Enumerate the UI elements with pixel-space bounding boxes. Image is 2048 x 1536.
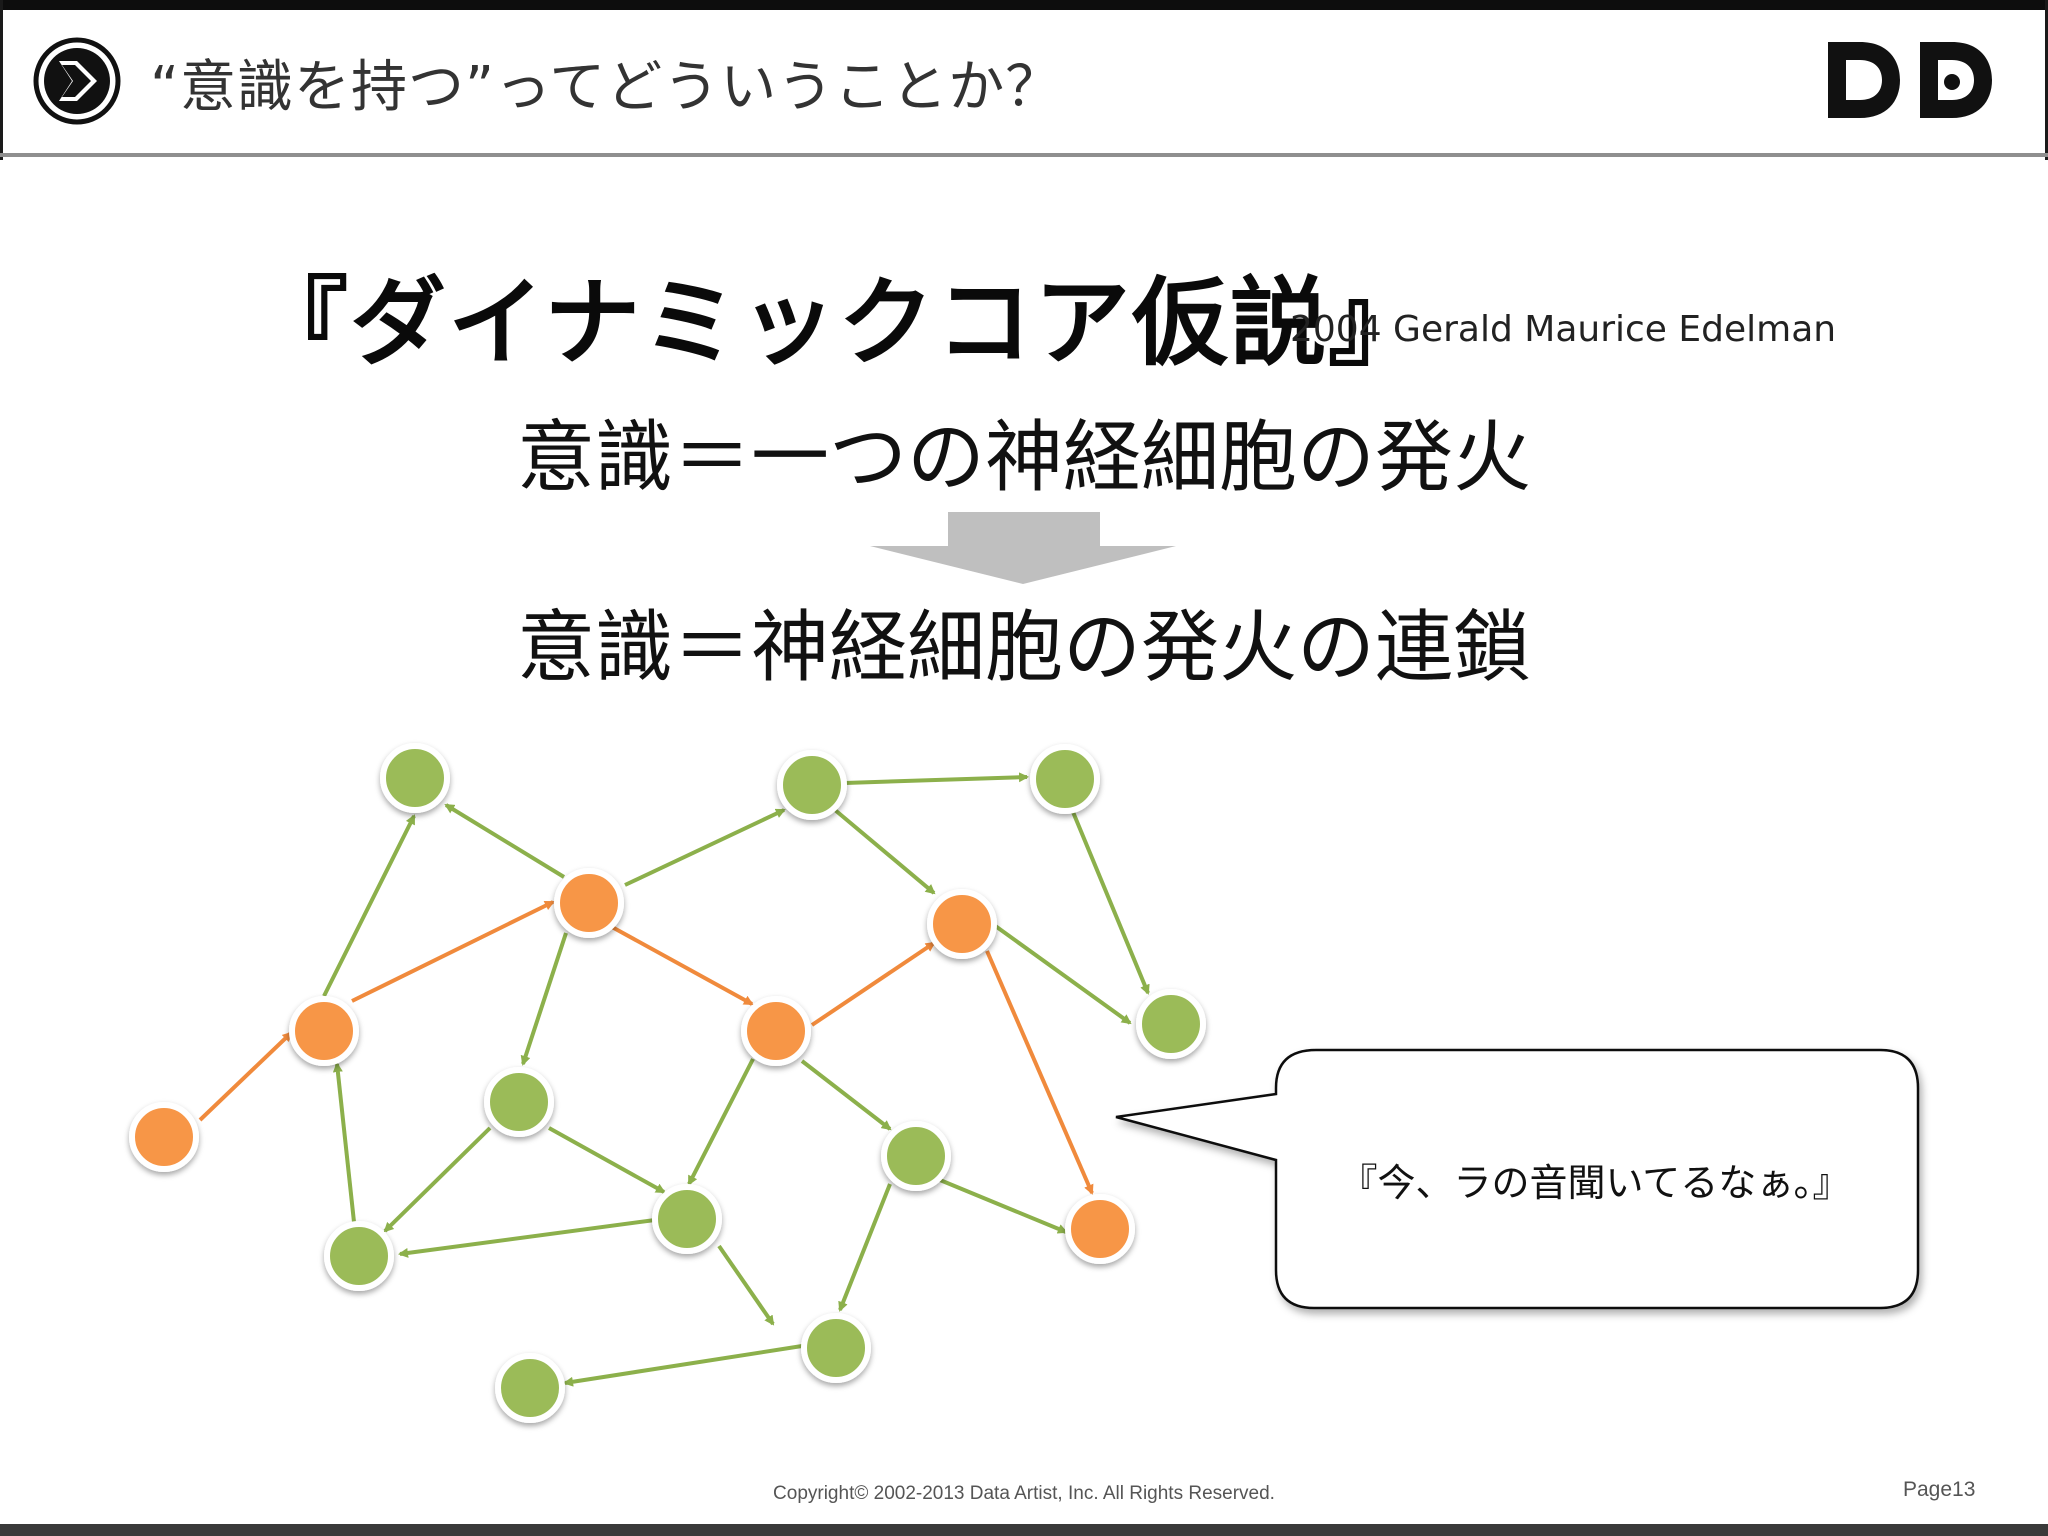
connection-arrow — [520, 932, 568, 1066]
neuron-node-active — [129, 1102, 199, 1172]
neuron-node-inactive — [881, 1121, 951, 1191]
neuron-node-active — [1065, 1194, 1135, 1264]
connection-arrow — [687, 1058, 755, 1186]
left-frame — [0, 0, 3, 160]
company-logo — [1828, 42, 1992, 118]
connection-arrow — [444, 803, 566, 879]
header-title: “意識を持つ”ってどういうことか？ — [150, 55, 1063, 120]
top-frame — [0, 0, 2048, 10]
neuron-node-inactive — [652, 1184, 722, 1254]
attribution-text: 2004 Gerald Maurice Edelman — [1290, 309, 1837, 350]
neuron-node-active — [289, 996, 359, 1066]
connection-arrow — [398, 1218, 656, 1258]
copyright-footer: Copyright© 2002-2013 Data Artist, Inc. A… — [773, 1483, 1275, 1504]
neuron-node-active — [927, 889, 997, 959]
play-arrow-circle-icon — [33, 37, 121, 125]
statement-single-neuron: 意識＝一つの神経細胞の発火 — [516, 413, 1531, 503]
neuron-node-inactive — [1030, 744, 1100, 814]
connection-arrow — [383, 1126, 492, 1233]
network-nodes — [129, 743, 1206, 1423]
speech-bubble-text: 『今、ラの音聞いてるなぁ。』 — [1339, 1161, 1851, 1205]
neuron-node-inactive — [495, 1353, 565, 1423]
neuron-node-inactive — [1136, 989, 1206, 1059]
connection-arrow — [351, 900, 555, 1003]
connection-arrow — [198, 1031, 293, 1122]
neuron-node-inactive — [777, 750, 847, 820]
statement-neuron-chain: 意識＝神経細胞の発火の連鎖 — [516, 603, 1531, 693]
slide-main-title: 『ダイナミックコア仮説』 — [252, 267, 1427, 379]
neuron-node-inactive — [380, 743, 450, 813]
connection-arrow — [838, 1183, 892, 1312]
header-divider — [0, 153, 2048, 157]
connection-arrow — [332, 1062, 356, 1223]
page-number: Page13 — [1903, 1478, 1976, 1501]
connection-arrow — [611, 925, 754, 1006]
right-frame — [2045, 0, 2048, 160]
network-connections — [198, 772, 1150, 1387]
connection-arrow — [624, 808, 786, 887]
neuron-node-inactive — [484, 1067, 554, 1137]
connection-arrow — [844, 772, 1029, 785]
connection-arrow — [1071, 811, 1150, 995]
connection-arrow — [833, 808, 936, 895]
connection-arrow — [810, 941, 936, 1027]
neuron-node-inactive — [324, 1221, 394, 1291]
down-arrow-icon — [870, 512, 1176, 584]
connection-arrow — [322, 814, 416, 997]
neuron-node-active — [554, 868, 624, 938]
bottom-frame — [0, 1524, 2048, 1536]
connection-arrow — [563, 1344, 803, 1387]
neuron-node-active — [741, 996, 811, 1066]
connection-arrow — [717, 1244, 775, 1326]
connection-arrow — [800, 1059, 892, 1131]
slide-header — [0, 10, 2048, 154]
connection-arrow — [548, 1126, 666, 1194]
neuron-node-inactive — [801, 1313, 871, 1383]
connection-arrow — [939, 1178, 1068, 1234]
connection-arrow — [992, 923, 1132, 1025]
connection-arrow — [985, 950, 1094, 1195]
